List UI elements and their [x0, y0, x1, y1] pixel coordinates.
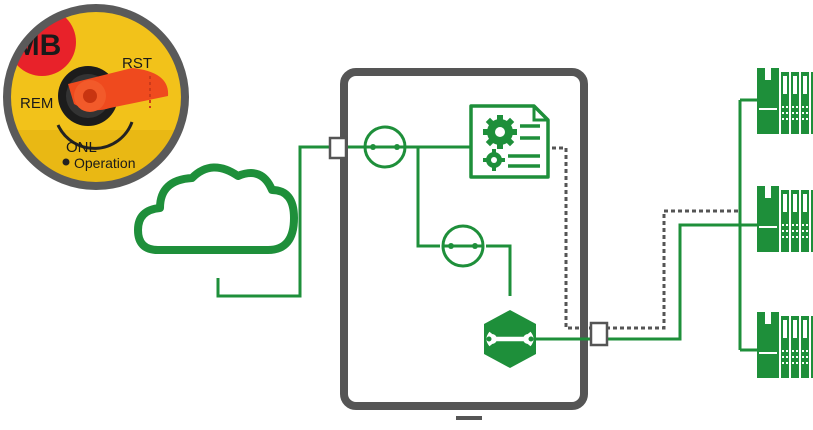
gateway-device — [340, 68, 588, 420]
operation-led — [62, 158, 70, 166]
plc-rack-icon-3 — [757, 312, 813, 378]
switch-node-2 — [441, 224, 485, 268]
plc-rack-icon-1 — [757, 68, 813, 134]
cloud-icon — [134, 163, 298, 254]
rem-label: REM — [20, 95, 53, 112]
network-port-right — [589, 321, 609, 347]
plc-rack-icon-2 — [757, 186, 813, 252]
network-port-left — [328, 136, 348, 160]
dashed-paths — [552, 146, 740, 330]
operation-label: Operation — [74, 155, 135, 171]
key-switch-photo: MB RST REM ONL Operation — [3, 4, 189, 190]
connection-lines — [216, 98, 757, 352]
brand-logo: MB — [8, 8, 76, 76]
key-switch-knob — [58, 66, 169, 126]
config-document-icon — [469, 104, 550, 179]
wrench-icon — [484, 310, 536, 368]
switch-node-1 — [363, 125, 407, 169]
onl-label: ONL — [66, 139, 97, 156]
rst-label: RST — [122, 55, 152, 72]
